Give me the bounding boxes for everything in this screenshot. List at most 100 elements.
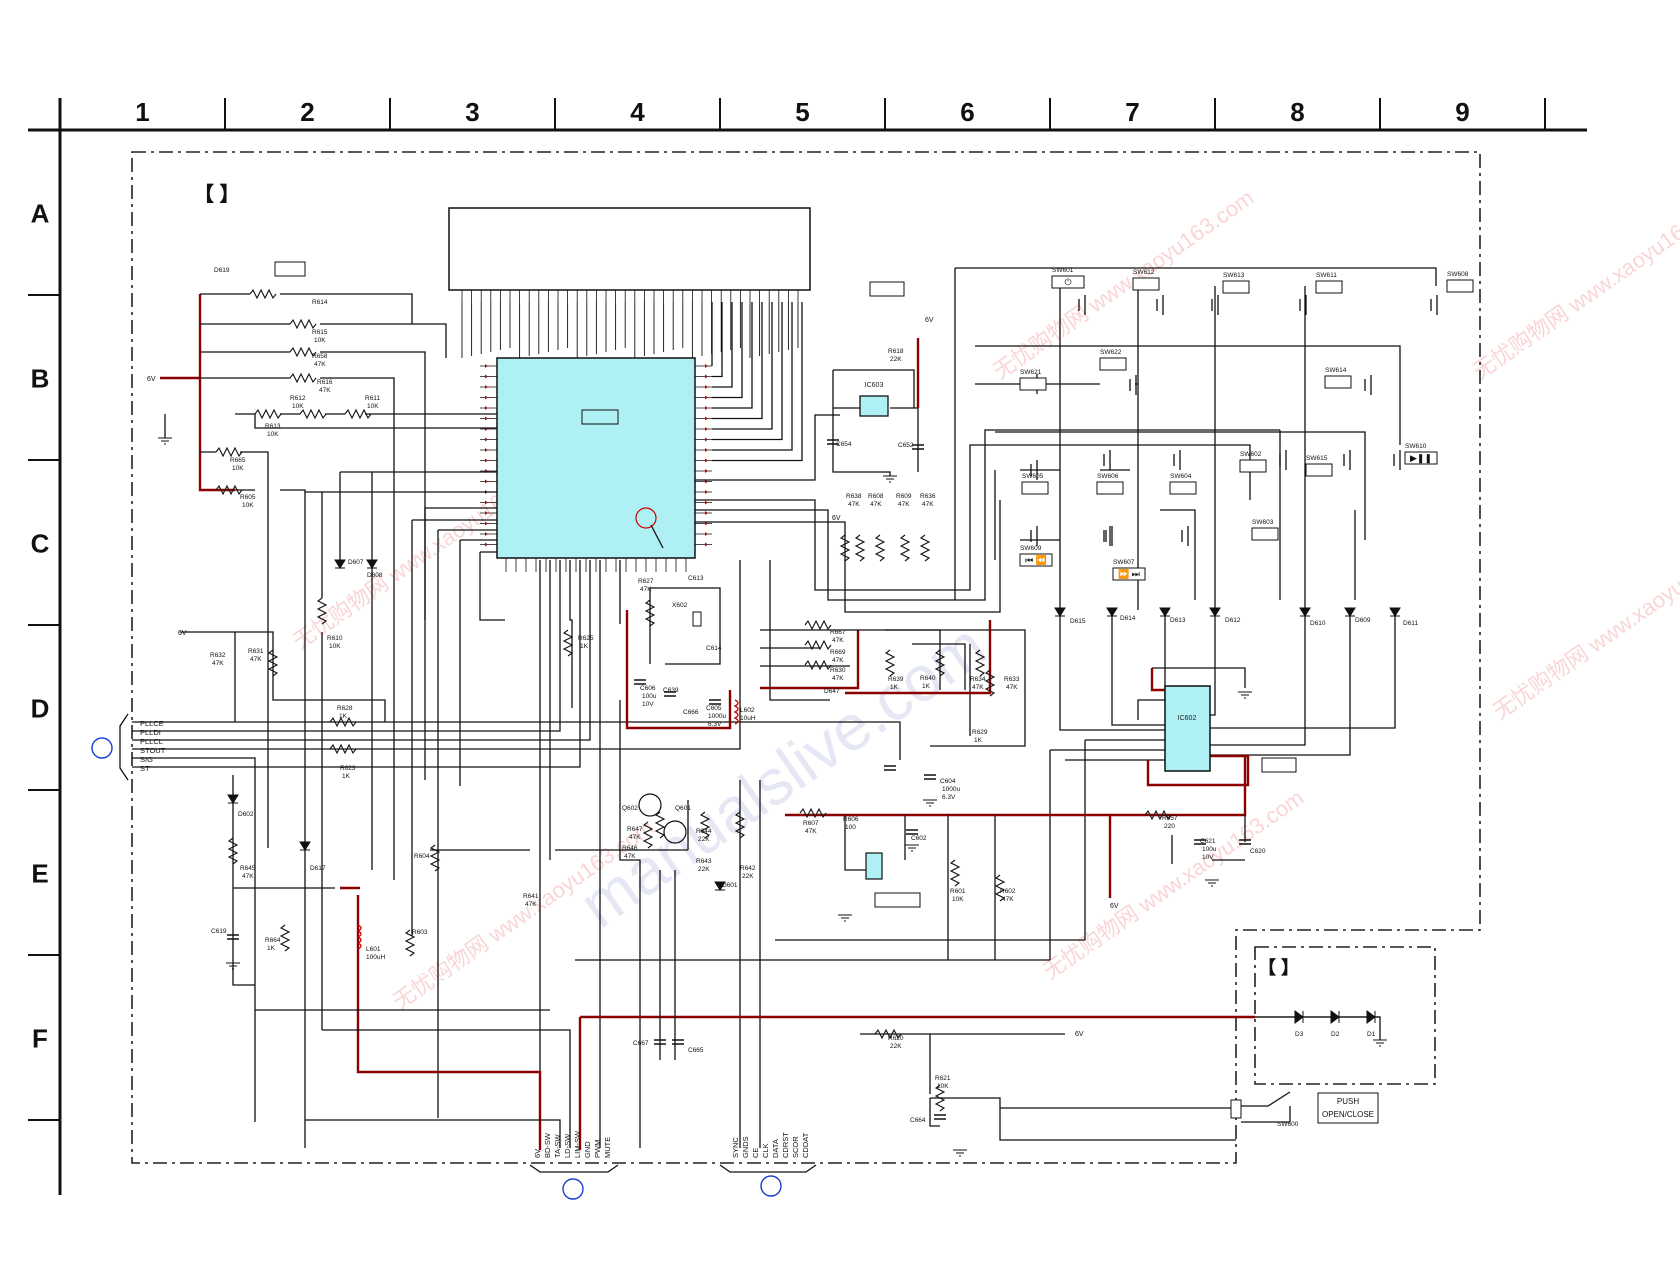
capacitor-ref: C602 [911,835,927,842]
resistor-value: 10K [292,403,304,410]
resistor-ref: R607 [803,820,819,827]
switch-ref: SW608 [1447,271,1469,278]
switch-ref: SW612 [1133,269,1155,276]
resistor-ref: R657 [1162,815,1178,822]
resistor-value: 10K [314,337,326,344]
resistor-ref: R618 [888,348,904,355]
resistor-ref: R628 [337,705,353,712]
capacitor-ref: C620 [1250,848,1266,855]
resistor-ref: R606 [843,816,859,823]
connector-bottom-a-marker [562,1178,584,1200]
resistor-ref: R636 [920,493,936,500]
connector-bottom-pin: TA-SW [553,1133,562,1158]
capacitor-ref: C614 [706,645,722,652]
row-header: E [31,859,48,889]
resistor-value: 47K [922,501,934,508]
resistor-ref: R615 [312,329,328,336]
diode-ref: D617 [310,865,326,872]
capacitor-value: 100u [1202,846,1217,853]
resistor-ref: R669 [830,649,846,656]
ic602-label: IC602 [1178,715,1197,722]
power-label: 6V [147,376,156,383]
connector-bottom-pin: LIM-SW [573,1130,582,1158]
resistor-ref: R646 [622,845,638,852]
resistor-value: 47K [212,660,224,667]
inductor-ref: L602 [740,707,755,714]
row-header: D [31,694,50,724]
resistor-value: 47K [250,656,262,663]
switch-symbol: ⏩ ⏭ [1118,568,1140,579]
resistor-value: 1K [890,684,899,691]
switch-ref: SW607 [1113,559,1135,566]
resistor-ref: R642 [740,865,756,872]
capacitor-ref: C613 [688,575,704,582]
diode-ref: D601 [722,882,738,889]
reference-labels: R614R61510KR65847KR61647KR61210KR61110KR… [210,267,1418,1124]
diode-ref: D610 [1310,620,1326,627]
transistor-ref: Q601 [675,805,691,812]
switch-ref: SW613 [1223,272,1245,279]
connector-bottom-pin: CE [751,1148,760,1158]
resistor-value: 1K [267,945,276,952]
switch-ref: SW605 [1022,473,1044,480]
capacitor-ref: C667 [633,1040,649,1047]
resistor-ref: R605 [240,494,256,501]
diode-ref: D602 [238,811,254,818]
inductor-value: 10uH [740,715,756,722]
resistor-value: 47K [1002,896,1014,903]
column-header: 2 [300,97,314,127]
capacitor-ref: C604 [940,778,956,785]
connector-left-pin: ST [140,764,150,773]
regulator-ic [865,852,883,880]
capacitor-ref: C621 [1200,838,1216,845]
resistor-value: 47K [1006,684,1018,691]
open-close-switch: PUSH OPEN/CLOSE [1230,1091,1379,1124]
resistor-ref: R602 [1000,888,1016,895]
resistor-value: 47K [640,586,652,593]
connector-bottom-pin: SCOR [791,1136,800,1158]
resistor-value: 47K [525,901,537,908]
resistor-ref: R645 [240,865,256,872]
resistor-value: 1K [339,713,348,720]
connector-left-pin: PLLCL [140,737,163,746]
switch-ref: SW601 [1052,267,1074,274]
main-ic [496,357,696,559]
left-connector-bracket [119,713,129,781]
resistor-ref: R612 [290,395,306,402]
resistor-ref: R664 [265,937,281,944]
resistor-ref: R601 [950,888,966,895]
switch-symbol: ⏮ ⏪ [1025,554,1047,565]
resistor-value: 47K [848,501,860,508]
diode-ref: D615 [1070,618,1086,625]
resistor-value: 47K [870,501,882,508]
resistor-ref: R632 [210,652,226,659]
ic603-label: IC603 [865,382,884,389]
connector-left-pin: PLLCE [140,719,164,728]
ic603 [859,395,889,417]
diode-ref: D611 [1403,620,1418,627]
row-header: B [31,364,50,394]
resistor-ref: R643 [696,858,712,865]
diode-ref: D619 [214,267,230,274]
switch-symbol: ▶❚❚ [1410,453,1432,464]
resistor-ref: R667 [830,629,846,636]
resistor-ref: R621 [935,1075,951,1082]
connector-bottom-pin: 6V [533,1149,542,1158]
resistor-ref: R611 [365,395,380,402]
resistor-ref: R640 [920,675,936,682]
resistor-ref: R609 [896,493,912,500]
resistor-value: 22K [742,873,754,880]
resistor-value: 47K [624,853,636,860]
reference-boxes [274,261,1297,908]
resistor-ref: R614 [312,299,328,306]
row-header: F [32,1024,48,1054]
resistor-ref: R630 [830,667,846,674]
inductor-value: 100uH [366,954,385,961]
resistor-value: 220 [1164,823,1175,830]
resistor-value: 22K [698,866,710,873]
diode-ref: D612 [1225,617,1241,624]
